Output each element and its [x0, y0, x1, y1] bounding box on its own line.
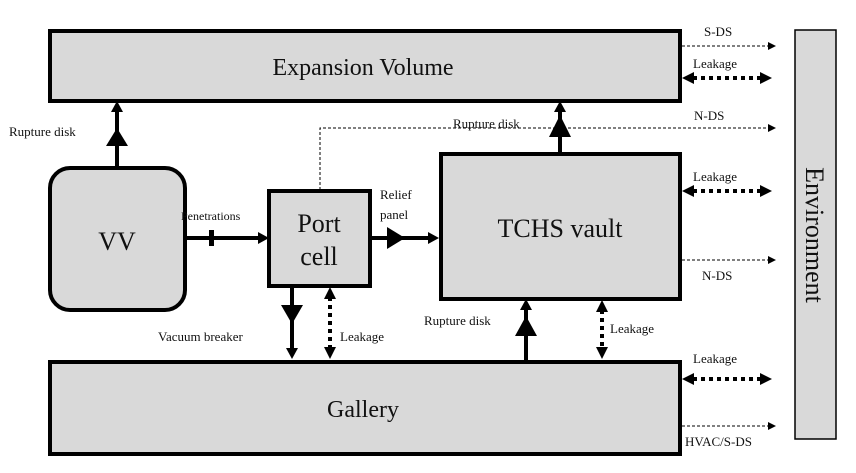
rupture-disk-tchs-bottom-label: Rupture disk — [424, 313, 491, 328]
port-cell-label-line1: Port — [297, 209, 341, 238]
relief-panel-arrow — [370, 227, 439, 249]
port-cell-box — [267, 189, 372, 288]
env-link-label: N-DS — [702, 268, 732, 283]
gallery-label: Gallery — [327, 397, 399, 423]
rupture-disk-icon — [549, 115, 571, 137]
env-link-n-ds-tchs — [682, 256, 776, 264]
rupture-disk-vv-label: Rupture disk — [9, 124, 76, 139]
leakage-portcell-gallery-arrow — [324, 287, 336, 359]
rupture-disk-tchs-top-label: Rupture disk — [453, 116, 520, 131]
tchs-rupture-disk-arrow — [549, 101, 571, 154]
vacuum-breaker-icon — [281, 305, 303, 324]
vv-rupture-disk-arrow — [106, 101, 128, 168]
vacuum-breaker-arrow — [281, 286, 303, 359]
env-link-label: Leakage — [693, 169, 737, 184]
env-link-leakage-ev — [682, 72, 772, 84]
penetration-marker-icon — [209, 230, 214, 246]
env-link-label: S-DS — [704, 24, 732, 39]
env-link-leakage-tchs — [682, 185, 772, 197]
relief-panel-label-line2: panel — [380, 207, 409, 222]
penetrations-label: Penetrations — [181, 209, 241, 223]
relief-panel-label-line1: Relief — [380, 187, 412, 202]
vv-label: VV — [98, 227, 136, 256]
rupture-disk-icon — [106, 128, 128, 146]
env-link-hvac-s-ds — [682, 422, 776, 430]
leakage-tchs-gallery-arrow — [596, 300, 608, 359]
env-link-s-ds — [682, 42, 776, 50]
gallery-box — [48, 360, 682, 456]
leakage-tchs-gallery-label: Leakage — [610, 321, 654, 336]
env-link-label: Leakage — [693, 56, 737, 71]
gallery-tchs-rupture-disk-arrow — [515, 299, 537, 362]
vacuum-breaker-label: Vacuum breaker — [158, 329, 243, 344]
env-link-leakage-gallery — [682, 373, 772, 385]
environment-box — [794, 29, 837, 440]
penetrations-arrow — [185, 230, 269, 246]
env-link-label: Leakage — [693, 351, 737, 366]
env-link-label: HVAC/S-DS — [685, 434, 752, 449]
port-cell-label-line2: cell — [300, 242, 338, 271]
tchs-vault-label: TCHS vault — [498, 214, 624, 243]
expansion-volume-box — [48, 29, 682, 103]
port-cell-n-ds-line — [319, 124, 776, 190]
environment-label: Environment — [800, 167, 829, 304]
relief-panel-icon — [387, 227, 405, 249]
leakage-portcell-gallery-label: Leakage — [340, 329, 384, 344]
rupture-disk-icon — [515, 316, 537, 336]
expansion-volume-label: Expansion Volume — [272, 55, 453, 81]
env-link-label: N-DS — [694, 108, 724, 123]
